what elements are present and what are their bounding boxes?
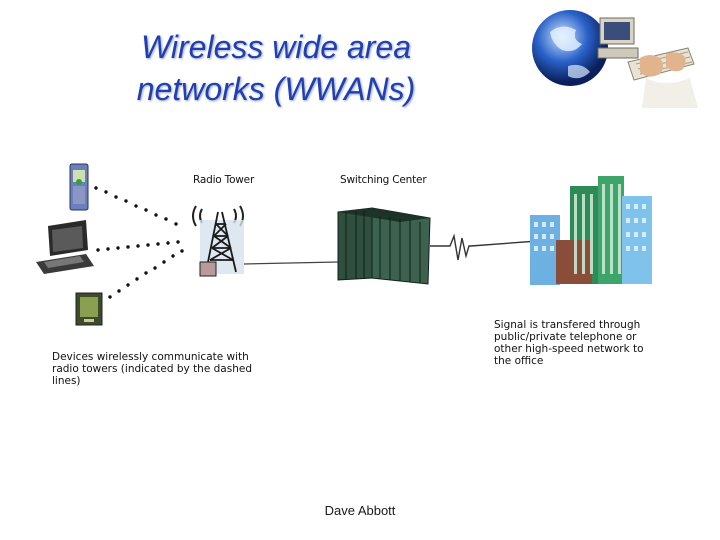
handheld-icon [75, 292, 103, 326]
devices-caption: Devices wirelessly communicate with radi… [52, 351, 252, 387]
title-line-2: networks (WWANs) [136, 71, 416, 107]
footer-author: Dave Abbott [324, 503, 396, 518]
globe-computer-logo [532, 10, 698, 108]
title-line-1: Wireless wide area [140, 29, 412, 65]
pda-phone-icon [69, 163, 89, 211]
switching-center-building-icon [337, 207, 431, 285]
switching-center-label: Switching Center [340, 174, 427, 186]
radio-tower-icon [192, 205, 244, 277]
radio-tower-label: Radio Tower [193, 174, 255, 186]
slide-title: Wireless wide area networks (WWANs) [96, 26, 456, 110]
signal-caption: Signal is transfered through public/priv… [494, 319, 644, 367]
office-buildings-icon [530, 176, 652, 285]
laptop-icon [36, 220, 94, 274]
wwan-diagram [36, 163, 652, 326]
